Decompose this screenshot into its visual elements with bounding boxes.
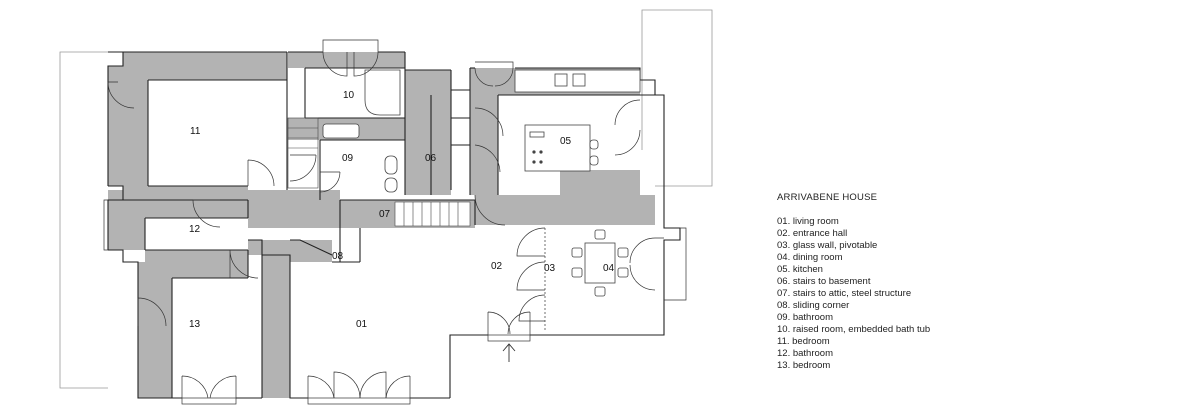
entrance-arrow-icon — [502, 343, 516, 362]
door-swing — [385, 375, 411, 399]
window-frame — [181, 397, 237, 405]
neighbour-outlines — [59, 9, 713, 389]
toilet-icon — [384, 155, 398, 175]
room-label: 02 — [491, 261, 503, 272]
door-swing — [474, 107, 504, 137]
door-swing — [359, 371, 387, 399]
room-label: 08 — [332, 251, 344, 262]
sink-right-icon — [572, 73, 586, 87]
room-label: 13 — [189, 319, 201, 330]
entrance-door — [487, 311, 511, 335]
legend-item: 04. dining room — [777, 252, 843, 263]
legend-item: 03. glass wall, pivotable — [777, 240, 878, 251]
stool-icon — [589, 155, 599, 166]
room-label: 09 — [342, 153, 354, 164]
door-swing — [289, 154, 317, 182]
legend-item: 02. entrance hall — [777, 228, 848, 239]
dining-table — [584, 242, 616, 284]
door-swing — [333, 371, 361, 399]
room-label: 06 — [425, 153, 437, 164]
legend-item: 08. sliding corner — [777, 300, 850, 311]
legend-item: 10. raised room, embedded bath tub — [777, 324, 931, 335]
door-swing — [614, 99, 641, 126]
room-label: 01 — [356, 319, 368, 330]
legend-item: 06. stairs to basement — [777, 276, 871, 287]
legend-item: 05. kitchen — [777, 264, 823, 275]
window-frame — [307, 397, 411, 405]
window-frame — [322, 39, 379, 52]
door-swing — [229, 249, 259, 279]
wall-band-north — [288, 52, 405, 68]
dining-set — [571, 229, 629, 297]
bathtub-icon — [364, 69, 401, 116]
door-swing — [474, 67, 494, 87]
door-swing — [319, 171, 341, 193]
room-label: 04 — [603, 263, 615, 274]
room-label: 10 — [343, 90, 355, 101]
glass-wall-pivot — [518, 294, 546, 322]
stool-icon — [589, 139, 599, 150]
window-frame — [475, 61, 514, 68]
sink-icon — [322, 123, 360, 139]
legend-item: 13. bedroom — [777, 360, 831, 371]
room-label: 03 — [544, 263, 556, 274]
sink-left-icon — [554, 73, 568, 87]
door-swing — [494, 67, 514, 87]
legend-title: ARRIVABENE HOUSE — [777, 192, 878, 203]
room-label: 12 — [189, 224, 201, 235]
door-swing — [474, 144, 501, 173]
legend-item: 09. bathroom — [777, 312, 833, 323]
wall-band-12 — [123, 218, 145, 250]
door-swing — [614, 129, 641, 156]
door-swing — [474, 194, 506, 226]
door-swing — [322, 51, 348, 77]
glass-wall-pivot — [516, 261, 546, 291]
entrance-door — [507, 311, 531, 335]
door-swing — [247, 159, 275, 187]
hob-icon — [529, 131, 545, 138]
room-labels: 11 10 09 06 05 07 12 08 02 03 04 13 01 — [189, 90, 615, 330]
floor-plan: 11 10 09 06 05 07 12 08 02 03 04 13 01 — [59, 9, 713, 405]
legend-item: 07. stairs to attic, steel structure — [777, 288, 912, 299]
legend-item: 01. living room — [777, 216, 839, 227]
door-swing — [209, 375, 237, 399]
stairs-attic — [394, 201, 471, 227]
kitchen-fixtures — [514, 69, 641, 172]
door-swing — [107, 81, 135, 109]
glass-wall-pivot — [516, 227, 546, 257]
legend-item: 11. bedroom — [777, 336, 830, 347]
bidet-icon — [384, 177, 398, 193]
room-label: 11 — [190, 126, 201, 137]
doors — [103, 39, 687, 405]
room-label: 07 — [379, 209, 391, 220]
room-label: 05 — [560, 136, 572, 147]
legend: ARRIVABENE HOUSE 01. living room 02. ent… — [777, 192, 930, 372]
door-swing — [307, 375, 335, 399]
entrance-threshold — [487, 334, 531, 342]
bath-fixtures — [322, 69, 401, 193]
stairs-basement-band — [405, 70, 451, 195]
window-frame — [664, 227, 687, 301]
door-swing — [629, 264, 656, 291]
door-swing — [181, 375, 209, 399]
legend-item: 12. bathroom — [777, 348, 833, 359]
stairs-basement — [287, 117, 319, 189]
door-swing — [629, 237, 664, 264]
door-swing — [137, 297, 167, 327]
door-swing — [192, 199, 221, 228]
door-swing — [353, 51, 379, 77]
window-frame — [103, 199, 108, 251]
